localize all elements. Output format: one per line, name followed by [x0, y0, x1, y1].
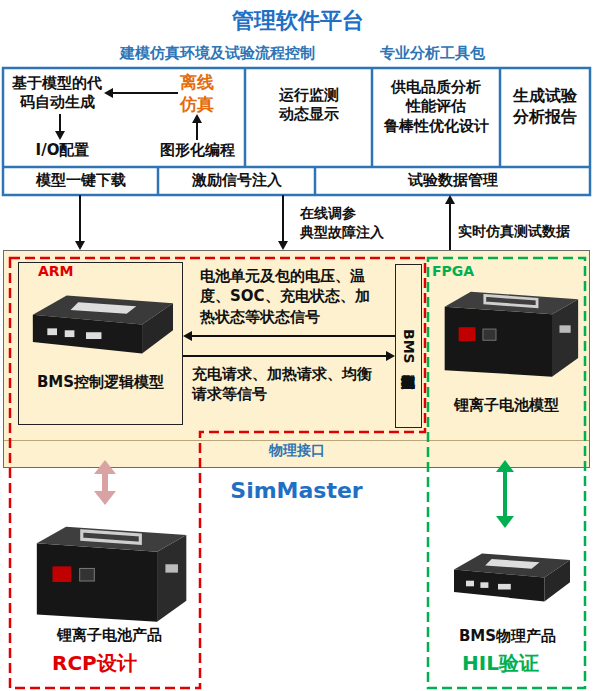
- free-label: RCP设计: [52, 650, 137, 677]
- grid-line: [499, 68, 502, 167]
- grid-line: [157, 167, 160, 195]
- connector: [104, 88, 178, 98]
- node-box: 生成试验分析报告: [511, 84, 579, 130]
- node-text: BMS控制逻辑模型: [37, 373, 164, 393]
- node-text: 锂离子电池产品: [57, 626, 162, 646]
- node-text: 模型一键下载: [36, 171, 126, 191]
- node-text: 生成试验分析报告: [511, 86, 579, 128]
- grid-line: [371, 68, 374, 167]
- diagram-title: 管理软件平台: [0, 6, 595, 36]
- connector: [183, 351, 395, 361]
- arrow-head: [94, 460, 116, 474]
- connector-line: [183, 355, 388, 357]
- node-text: 激励信号注入: [192, 171, 282, 191]
- node-box: 锂离子电池产品: [20, 505, 198, 645]
- edge-label: 电池单元及包的电压、温度、SOC、充电状态、加热状态等状态信号: [200, 266, 372, 327]
- free-label: FPGA: [432, 263, 474, 279]
- node-text: I/O配置: [36, 141, 90, 161]
- connector-line: [111, 92, 178, 94]
- arrow-head: [55, 131, 65, 140]
- bms-illustration: [454, 554, 570, 602]
- grid-line: [244, 68, 247, 167]
- edge-label: 实时仿真测试数据: [458, 222, 570, 241]
- arrow-head: [445, 195, 455, 204]
- grid-line: [3, 166, 590, 169]
- arrow-head: [192, 114, 202, 123]
- connector-line: [190, 335, 395, 337]
- node-text: SimMaster: [4, 477, 589, 506]
- arrow-head: [94, 491, 116, 505]
- free-label: 建模仿真环境及试验流程控制: [120, 44, 315, 63]
- arrow-head: [75, 241, 85, 250]
- node-text: 锂离子电池模型: [454, 396, 559, 416]
- software-frame: [3, 68, 590, 195]
- arrow-head: [496, 516, 514, 528]
- node-box: 图形化编程: [152, 140, 242, 162]
- arrow-head: [386, 351, 395, 361]
- node-box: 运行监测动态显示: [276, 82, 342, 128]
- node-box: BMS控制电路模型: [395, 264, 422, 428]
- grid-line: [314, 167, 317, 195]
- bms-illustration: [33, 296, 173, 354]
- node-text: 图形化编程: [160, 141, 235, 161]
- rcp-region: [10, 258, 425, 688]
- connector-line: [282, 195, 284, 243]
- connector: [278, 195, 288, 250]
- connector: [496, 460, 514, 528]
- node-text: 运行监测动态显示: [276, 86, 342, 125]
- node-text: 供电品质分析 性能评估 鲁棒性优化设计: [378, 78, 494, 137]
- node-box: 激励信号注入: [158, 167, 315, 195]
- node-text: BMS物理产品: [459, 627, 556, 647]
- arrow-head: [496, 460, 514, 472]
- arrow-head: [278, 241, 288, 250]
- connector: [94, 460, 116, 505]
- connector-line: [102, 471, 108, 494]
- node-text: 物理接口: [269, 441, 325, 459]
- free-label: 专业分析工具包: [380, 44, 485, 63]
- free-label: ARM: [38, 263, 74, 279]
- connector: [55, 114, 65, 140]
- edge-label: 充电请求、加热请求、均衡请求等信号: [192, 364, 378, 405]
- connector-line: [503, 470, 507, 519]
- node-box: 试验数据管理: [315, 167, 590, 195]
- connector-line: [196, 121, 198, 140]
- node-box: 供电品质分析 性能评估 鲁棒性优化设计: [378, 72, 494, 142]
- connector-line: [79, 195, 81, 243]
- node-text: 基于模型的代码自动生成: [10, 74, 104, 113]
- node-box: 离线仿真: [178, 72, 216, 114]
- node-box: BMS控制逻辑模型: [18, 262, 183, 425]
- free-label: HIL验证: [462, 650, 539, 677]
- node-box: 物理接口: [4, 440, 589, 460]
- node-box: 锂离子电池模型: [430, 262, 582, 427]
- node-box: 模型一键下载: [3, 167, 158, 195]
- node-box: I/O配置: [20, 140, 105, 162]
- connector-line: [449, 202, 451, 250]
- battery-illustration: [445, 292, 578, 377]
- node-text: 离线仿真: [178, 71, 216, 115]
- connector-line: [59, 114, 61, 133]
- battery-illustration: [37, 527, 187, 622]
- connector: [183, 331, 395, 341]
- node-text: BMS控制电路模型: [402, 329, 416, 364]
- node-text: 试验数据管理: [408, 171, 498, 191]
- connector: [192, 114, 202, 140]
- arrow-head: [183, 331, 192, 341]
- edge-label: 在线调参 典型故障注入: [300, 204, 400, 242]
- node-box: 基于模型的代码自动生成: [10, 72, 104, 114]
- connector: [75, 195, 85, 250]
- arrow-head: [104, 88, 113, 98]
- node-box: BMS物理产品: [440, 528, 575, 646]
- hil-region: [428, 258, 585, 688]
- connector: [445, 195, 455, 250]
